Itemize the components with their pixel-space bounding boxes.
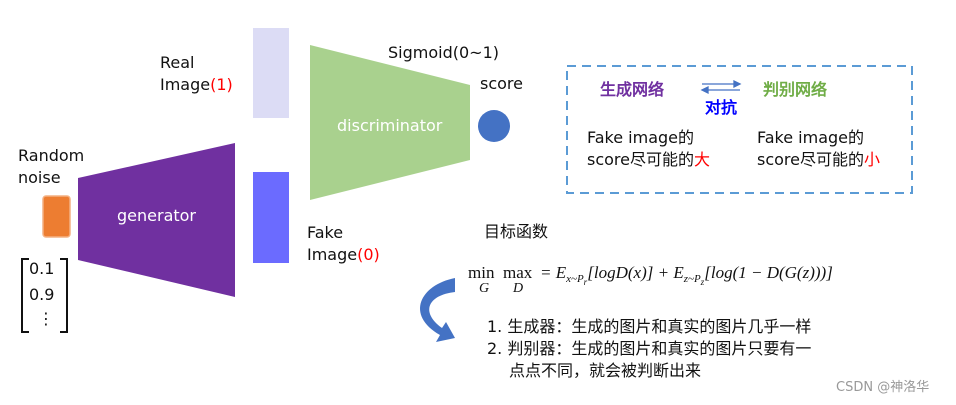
right-emph: 小 [864,150,881,169]
left-text-1: Fake image的 [587,128,695,147]
right-text-2: score尽可能的小 [757,149,880,171]
objective-item-2-cont: 点点不同，就会被判断出来 [509,361,702,380]
real-image-word: Image [160,75,211,94]
real-value: (1) [210,75,233,94]
objective-item-1: 1. 生成器：生成的图片和真实的图片几乎一样 [487,317,812,336]
fake-image-label: Fake [307,223,344,242]
real-image-label2: Image(1) [160,74,233,96]
vector-value-2: 0.9 [29,285,55,304]
score-circle [478,110,510,142]
objective-item-2: 2. 判别器：生成的图片和真实的图片只要有一 [487,339,812,358]
left-text-main: score尽可能的 [587,150,694,169]
left-text-2: score尽可能的大 [587,149,710,171]
vector-bracket-right [60,258,68,333]
noise-label: noise [18,168,61,187]
adversarial-label: 对抗 [705,98,738,117]
objective-min-sub: G [479,281,490,296]
fake-image-bar [253,172,289,263]
objective-min: min [468,263,495,282]
objective-max-sub: D [513,281,524,296]
real-image-bar [253,28,289,118]
score-label: score [480,74,523,93]
objective-title: 目标函数 [484,222,549,241]
vector-value-1: 0.1 [29,259,55,278]
generator-network-label: 生成网络 [600,80,665,99]
generator-shape [78,143,235,297]
curved-arrow-icon [420,278,455,342]
discriminator-network-label: 判别网络 [763,80,828,99]
noise-block [42,195,71,238]
bidirectional-arrow-icon [700,79,742,95]
vector-bracket-left [21,258,29,333]
sigmoid-label: Sigmoid(0~1) [388,43,499,62]
discriminator-label: discriminator [337,116,443,135]
vector-ellipsis: ⋮ [38,309,54,328]
objective-formula: = Ex~Pr[logD(x)] + Ez~Pz[log(1 − D(G(z))… [540,263,833,288]
generator-label: generator [117,206,197,225]
objective-max: max [503,263,533,282]
real-image-label: Real [160,53,195,72]
fake-image-word: Image [307,245,358,264]
left-emph: 大 [694,150,711,169]
fake-value: (0) [357,245,380,264]
right-text-main: score尽可能的 [757,150,864,169]
random-label: Random [18,146,85,165]
right-text-1: Fake image的 [757,128,865,147]
fake-image-label2: Image(0) [307,244,380,266]
dashed-box [566,65,913,194]
watermark: CSDN @神洛华 [836,380,930,395]
discriminator-shape [310,45,470,200]
